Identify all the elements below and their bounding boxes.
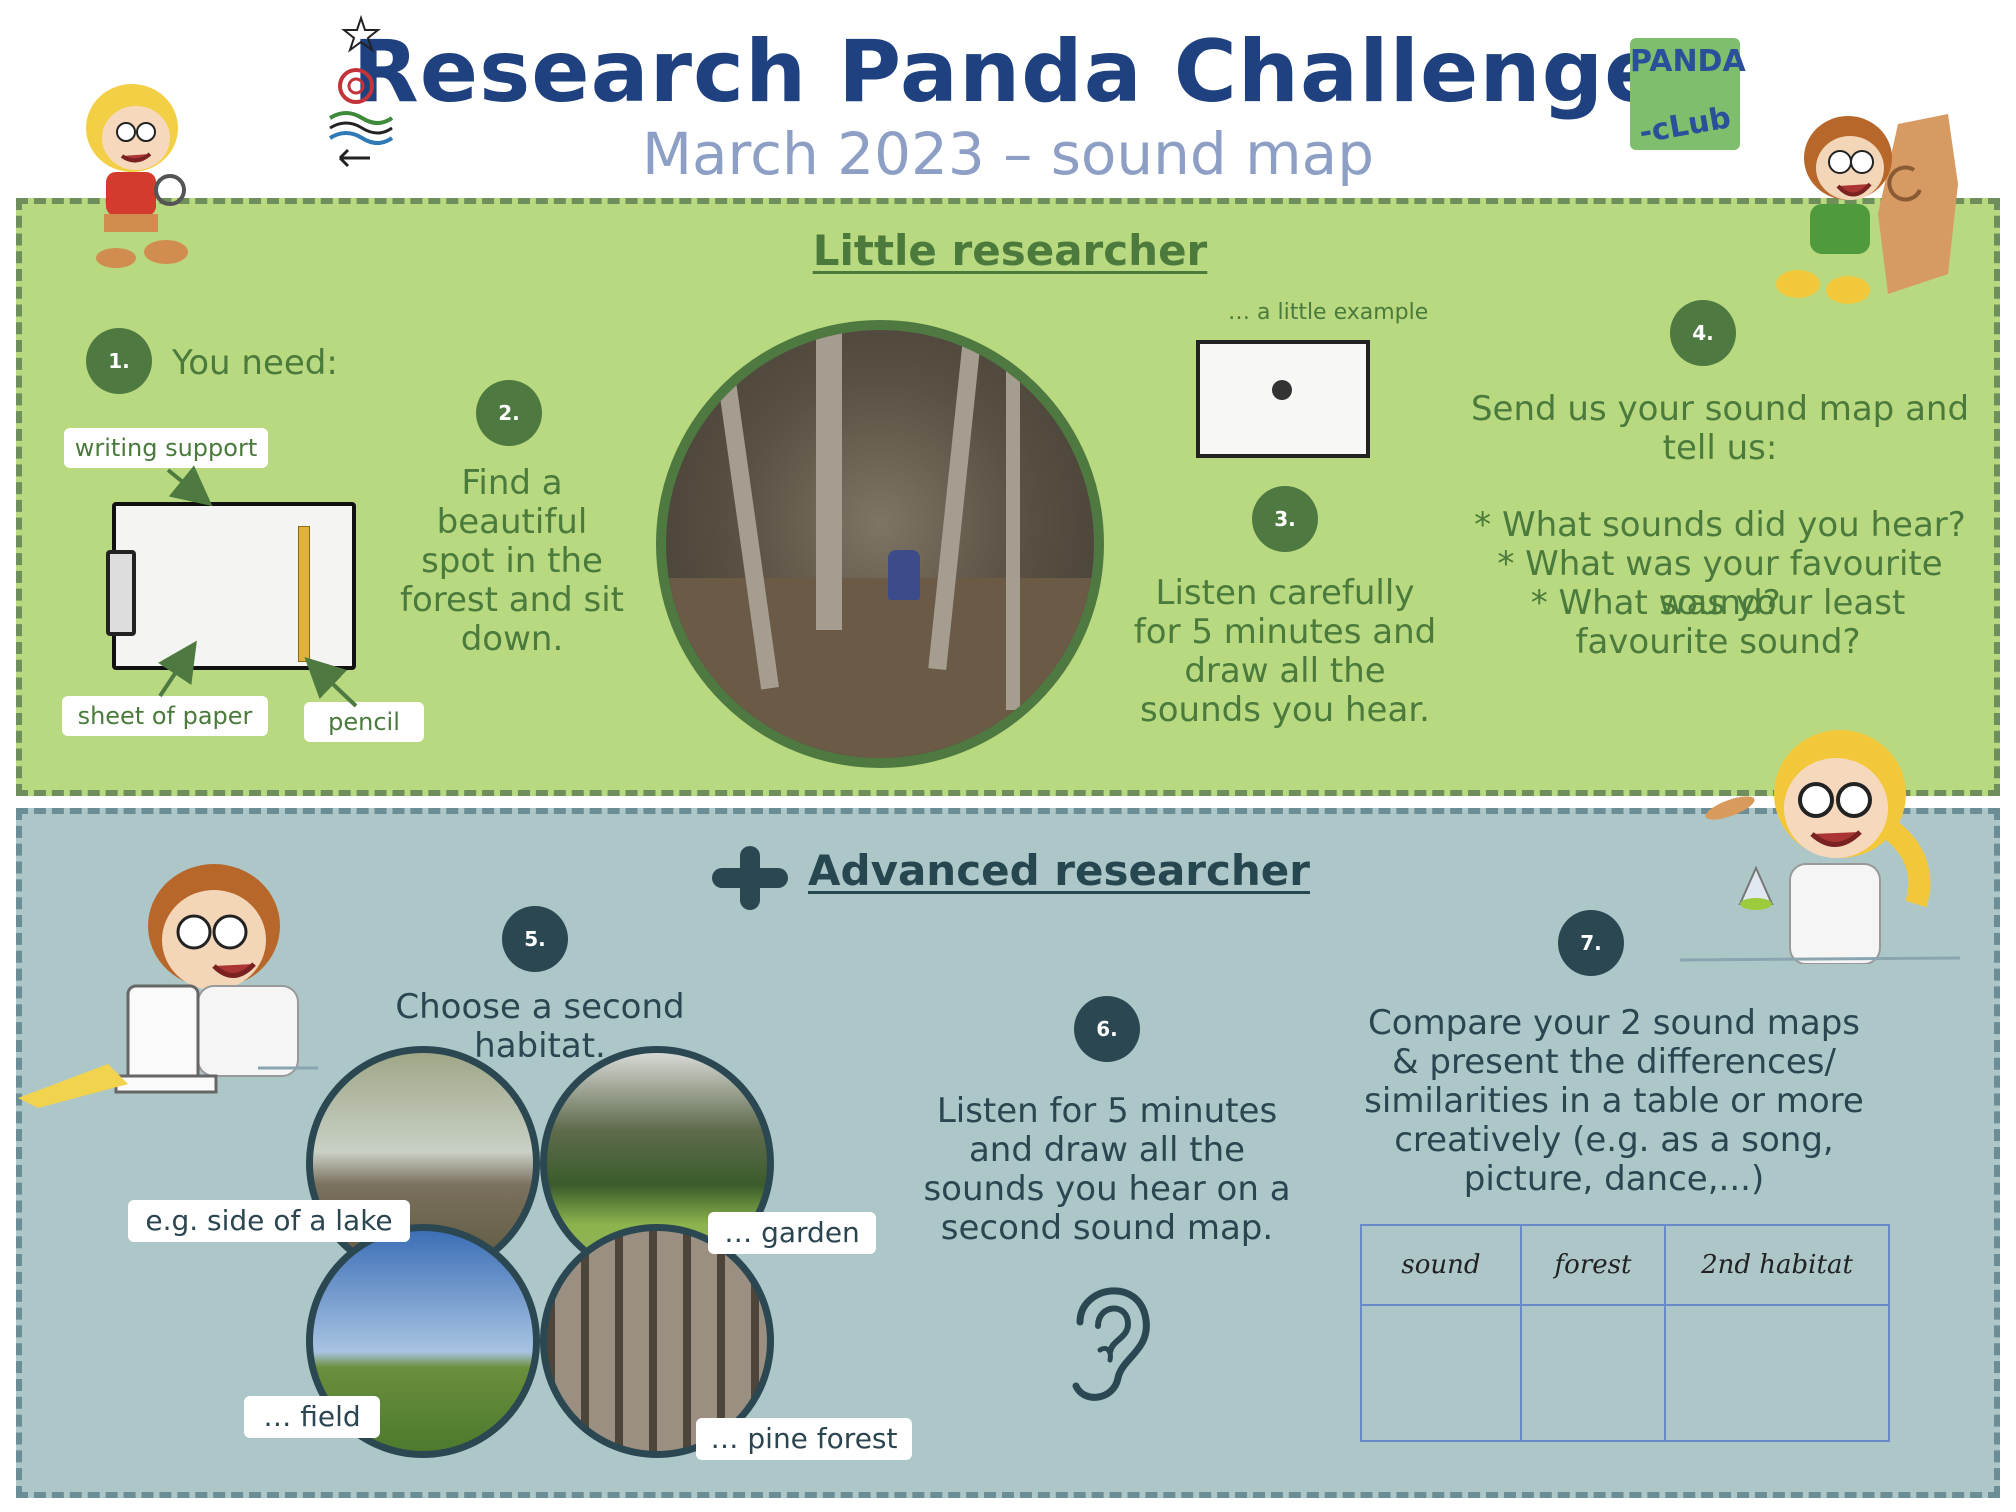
forest-photo: [656, 320, 1104, 768]
table-cell: [1664, 1304, 1890, 1442]
child-sitting-figure: [888, 550, 920, 600]
girl-scientist-illustration: [1660, 708, 1961, 965]
label-pencil: pencil: [304, 702, 424, 742]
ear-icon: [1060, 1266, 1156, 1412]
clipboard-illustration: [106, 502, 356, 670]
panda-club-logo-line1: PANDA: [1630, 44, 1746, 79]
label-habitat-field: … field: [244, 1396, 380, 1438]
step-3-text: Listen carefully for 5 minutes and draw …: [1133, 573, 1437, 730]
label-habitat-garden: … garden: [708, 1212, 876, 1254]
sketch-center-dot: [1272, 380, 1292, 400]
step-3-badge: 3.: [1252, 486, 1318, 552]
label-habitat-lake: e.g. side of a lake: [128, 1200, 410, 1242]
step-4-question-1: * What sounds did you hear?: [1474, 505, 1966, 545]
boy-with-microscope-illustration: [18, 836, 318, 1108]
page-title: Research Panda Challenge: [352, 22, 1664, 122]
example-caption: … a little example: [1228, 300, 1429, 325]
table-cell: [1520, 1304, 1666, 1442]
step-2-badge: 2.: [476, 380, 542, 446]
table-header-forest: forest: [1520, 1224, 1666, 1306]
label-arrows: [158, 465, 358, 708]
panda-club-logo: PANDA -cLub: [1630, 38, 1746, 151]
boy-with-fossil-illustration: [1758, 104, 1968, 314]
comparison-table: sound forest 2nd habitat: [1360, 1224, 1890, 1442]
example-sound-map-sketch: [1196, 340, 1370, 458]
plus-icon: [712, 846, 788, 910]
table-cell: [1360, 1304, 1522, 1442]
natur-musee-logo: [326, 14, 396, 186]
tree-trunk: [816, 330, 842, 630]
little-researcher-heading: Little researcher: [812, 226, 1208, 275]
step-4-badge: 4.: [1670, 300, 1736, 366]
step-1-badge: 1.: [86, 328, 152, 394]
step-5-badge: 5.: [502, 906, 568, 972]
pencil-illustration: [298, 526, 310, 662]
girl-with-magnifier-illustration: [44, 72, 224, 272]
step-4-intro: Send us your sound map and tell us:: [1470, 389, 1970, 468]
step-5-text: Choose a second habitat.: [395, 987, 685, 1066]
label-writing-support: writing support: [64, 428, 268, 468]
step-1-text: You need:: [172, 343, 338, 383]
panda-club-logo-line2: -cLub: [1636, 100, 1734, 151]
label-habitat-pine-forest: … pine forest: [696, 1418, 912, 1460]
step-4-question-2: * What was your favourite sound?: [1497, 544, 1943, 623]
tree-trunk: [1006, 330, 1020, 710]
table-header-sound: sound: [1360, 1224, 1522, 1306]
step-2-text: Find a beautiful spot in the forest and …: [399, 463, 625, 659]
step-6-badge: 6.: [1074, 996, 1140, 1062]
table-row: [1360, 1304, 1890, 1442]
table-header-2nd-habitat: 2nd habitat: [1664, 1224, 1890, 1306]
advanced-researcher-heading: Advanced researcher: [808, 846, 1310, 895]
step-4-question-3: * What was your least favourite sound?: [1530, 583, 1906, 662]
step-6-text: Listen for 5 minutes and draw all the so…: [923, 1091, 1291, 1248]
label-sheet-of-paper: sheet of paper: [62, 696, 268, 736]
forest-floor: [666, 578, 1094, 758]
step-7-text: Compare your 2 sound maps & present the …: [1364, 1003, 1864, 1199]
page-subtitle: March 2023 – sound map: [641, 120, 1375, 188]
clipboard-clip: [106, 550, 136, 636]
step-7-badge: 7.: [1558, 910, 1624, 976]
table-header-row: sound forest 2nd habitat: [1360, 1224, 1890, 1306]
